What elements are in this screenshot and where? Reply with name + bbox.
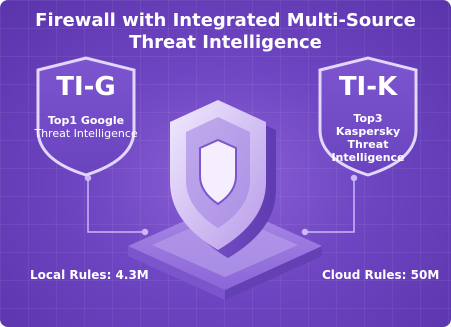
right-badge-line-2: Kaspersky: [335, 125, 401, 138]
local-rules-label: Local Rules: 4.3M: [30, 268, 149, 282]
left-badge-line-1: Top1 Google: [47, 114, 125, 127]
right-badge-shield: [318, 56, 418, 177]
left-badge-shield: [36, 56, 136, 177]
title-line-2: Threat Intelligence: [129, 32, 322, 53]
shield-icon: [170, 100, 276, 258]
right-badge-line-3: Threat: [347, 138, 389, 151]
page-title: Firewall with Integrated Multi-Source Th…: [0, 10, 451, 54]
left-badge-line-2: Threat Intelligence: [34, 127, 138, 140]
left-badge-code: TI-G: [56, 72, 116, 102]
right-badge-line-4: Intelligence: [331, 151, 405, 164]
right-badge-line-1: Top3: [353, 112, 383, 125]
cloud-rules-label: Cloud Rules: 50M: [322, 268, 440, 282]
title-line-1: Firewall with Integrated Multi-Source: [35, 10, 416, 31]
connector-lines: [84, 174, 358, 236]
right-badge-code: TI-K: [338, 72, 398, 102]
